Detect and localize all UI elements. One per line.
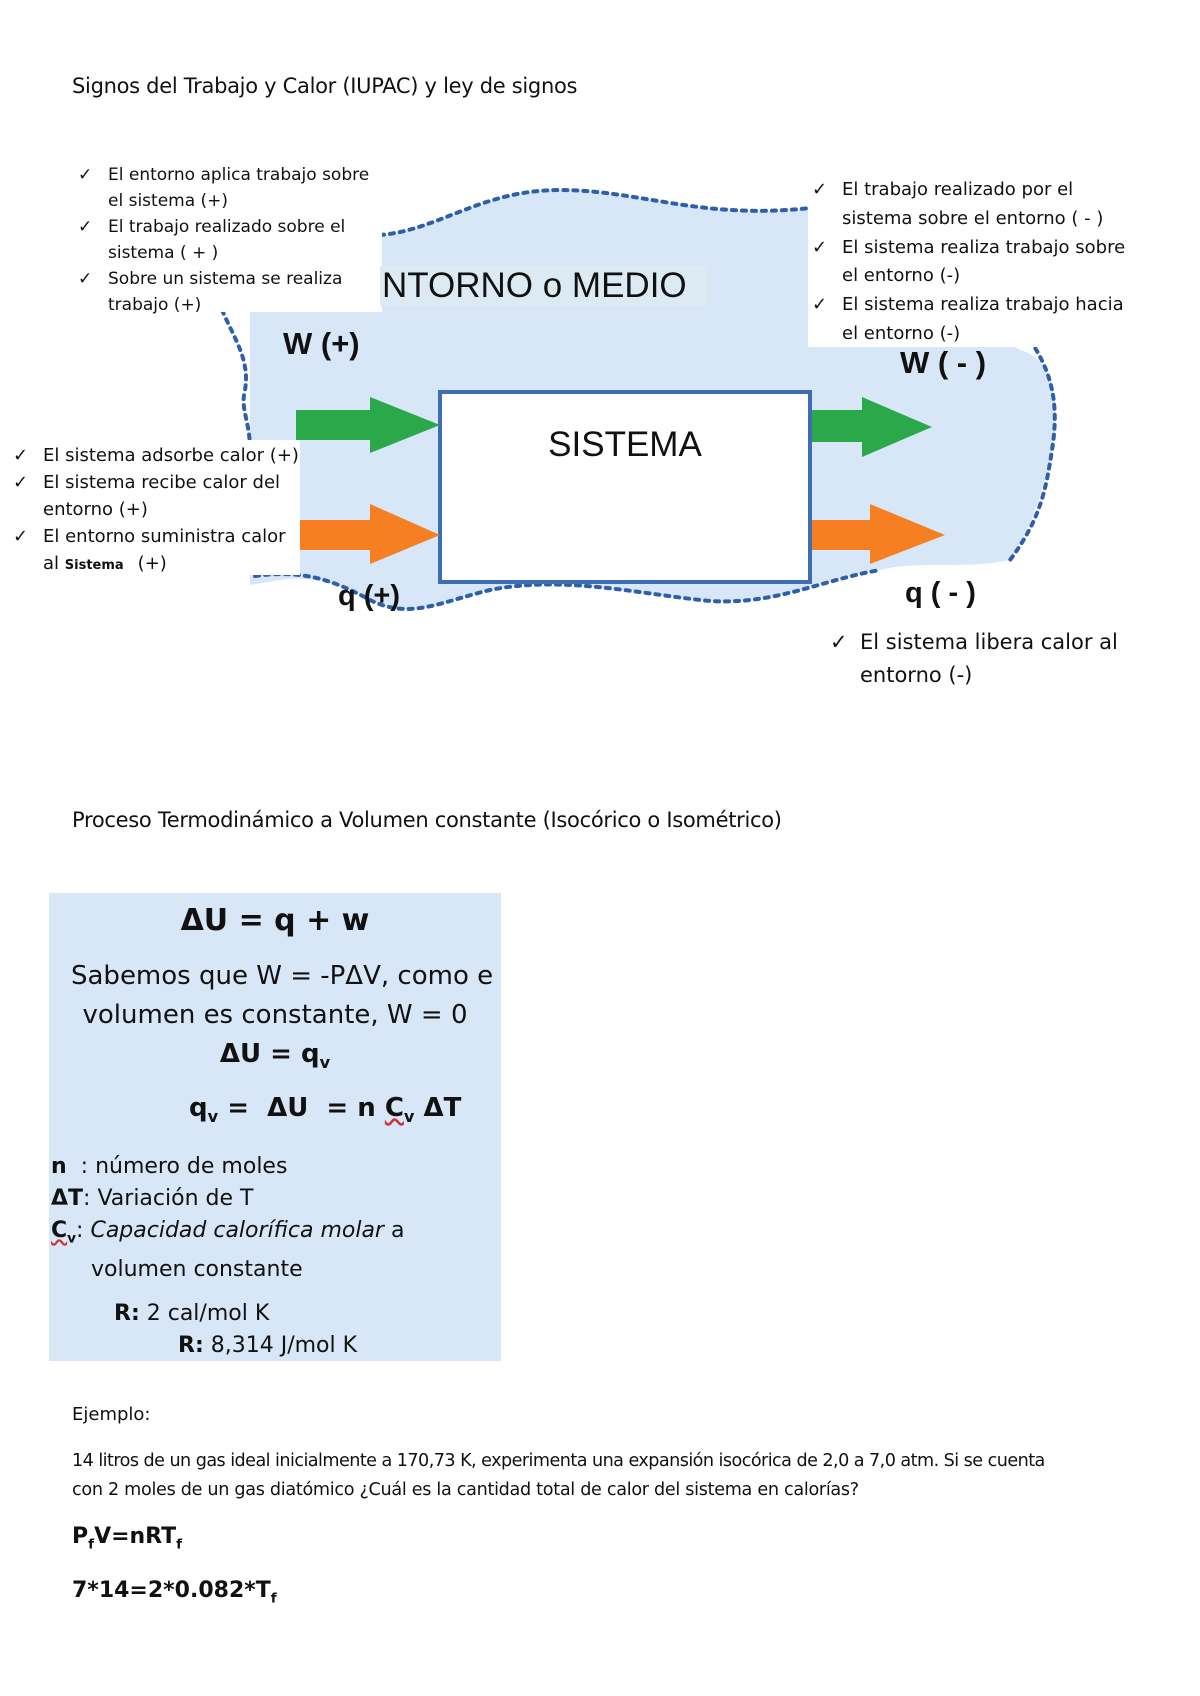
top-right-notes: ✓El trabajo realizado por el sistema sob…	[812, 176, 1125, 349]
top-left-notes: ✓El entorno aplica trabajo sobre el sist…	[78, 162, 369, 318]
top-right-notes-bg	[808, 172, 1158, 347]
check-icon: ✓	[78, 269, 93, 289]
work-in-arrow	[296, 397, 440, 453]
example-heading: Ejemplo:	[72, 1404, 151, 1425]
energy-heat-equation: ΔU = qv	[219, 1039, 331, 1073]
example-problem: 14 litros de un gas ideal inicialmente a…	[72, 1451, 1045, 1500]
environment-border-right	[1008, 338, 1057, 562]
energy-equation: ΔU = q + w	[180, 903, 370, 938]
heat-in-arrow	[300, 504, 440, 564]
definition-cv-cont: volumen constante	[91, 1257, 303, 1283]
system-box	[438, 390, 812, 584]
system-label: SISTEMA	[548, 425, 702, 464]
bottom-right-note: ✓El sistema libera calor al entorno (-)	[830, 626, 1118, 692]
note-item: ✓El trabajo realizado sobre el	[78, 214, 369, 240]
note-item: ✓El trabajo realizado por el	[812, 176, 1125, 205]
environment-border-bottom	[253, 568, 882, 611]
formula-box: ΔU = q + w Sabemos que W = -PΔV, como e …	[49, 893, 501, 1361]
check-icon: ✓	[812, 236, 828, 258]
note-item: ✓El sistema realiza trabajo sobre	[812, 234, 1125, 263]
work-statement-line1: Sabemos que W = -PΔV, como e	[71, 961, 494, 991]
work-out-arrow	[812, 397, 932, 457]
check-icon: ✓	[78, 217, 93, 237]
note-item: ✓El sistema recibe calor del	[13, 469, 299, 496]
environment-label: NTORNO o MEDIO	[380, 266, 707, 306]
check-icon: ✓	[13, 526, 29, 547]
check-icon: ✓	[812, 179, 828, 200]
work-in-label: W (+)	[283, 326, 360, 361]
section-title-signs: Signos del Trabajo y Calor (IUPAC) y ley…	[72, 74, 578, 98]
left-notes: ✓El sistema adsorbe calor (+) ✓El sistem…	[13, 442, 299, 579]
note-item: ✓El sistema realiza trabajo hacia	[812, 291, 1125, 320]
note-item: ✓Sobre un sistema se realiza	[78, 266, 369, 292]
check-icon: ✓	[13, 472, 29, 493]
check-icon: ✓	[78, 165, 93, 185]
gas-constant-cal: R: 2 cal/mol K	[114, 1301, 270, 1326]
note-item: ✓El sistema libera calor al	[830, 626, 1118, 659]
note-item: ✓El entorno suministra calor	[13, 523, 299, 550]
left-notes-bg	[0, 440, 300, 575]
environment-border-top	[378, 187, 812, 237]
work-statement-line2: volumen es constante, W = 0	[82, 1000, 468, 1030]
check-icon: ✓	[13, 445, 29, 466]
definition-cv: Cv: Capacidad calorífica molar a	[51, 1218, 405, 1247]
heat-out-label: q ( - )	[905, 577, 976, 609]
ideal-gas-equation: PfV=nRTf	[72, 1524, 183, 1553]
heat-out-arrow	[812, 504, 945, 564]
environment-border-left	[220, 308, 252, 452]
gas-constant-joule: R: 8,314 J/mol K	[178, 1333, 358, 1358]
note-item: ✓El sistema adsorbe calor (+)	[13, 442, 299, 469]
work-out-label: W ( - )	[900, 345, 987, 380]
top-left-notes-bg	[70, 160, 382, 312]
check-icon: ✓	[812, 294, 828, 316]
heat-in-label: q (+)	[338, 580, 401, 612]
substituted-equation: 7*14=2*0.082*Tf	[72, 1578, 277, 1607]
check-icon: ✓	[830, 630, 848, 654]
section-title-isochoric: Proceso Termodinámico a Volumen constant…	[72, 808, 782, 832]
signs-diagram: NTORNO o MEDIO SISTEMA W (+) W ( - ) q (…	[0, 160, 1200, 700]
heat-capacity-equation: qv = ΔU = n Cv ΔT	[189, 1093, 462, 1127]
definition-n: n : número de moles	[51, 1154, 288, 1179]
note-item: ✓El entorno aplica trabajo sobre	[78, 162, 369, 188]
definitions: n : número de moles ΔT: Variación de T C…	[51, 1151, 404, 1286]
definition-delta-t: ΔT: Variación de T	[51, 1186, 254, 1211]
